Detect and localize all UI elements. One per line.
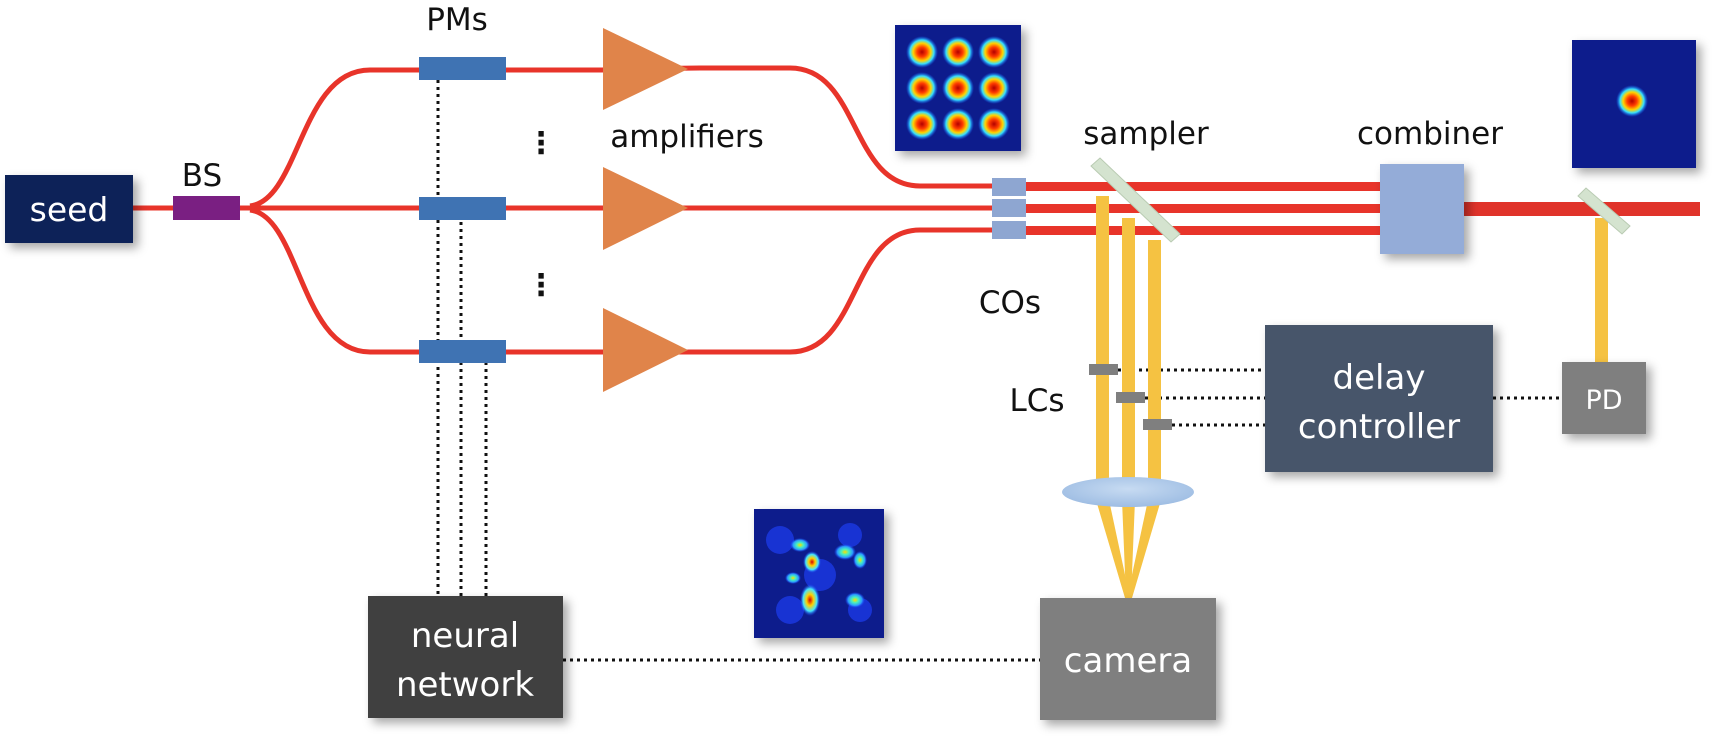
sampled-beam-2 bbox=[1122, 218, 1135, 492]
camera-box: camera bbox=[1040, 598, 1216, 720]
combiner: combiner bbox=[1357, 116, 1503, 254]
delay-controller-label-line2: controller bbox=[1298, 407, 1460, 447]
liquid-crystals: LCs bbox=[1009, 364, 1172, 430]
camera-captured-pattern bbox=[754, 509, 884, 638]
free-beam-3 bbox=[1022, 226, 1382, 235]
collimators: COs bbox=[979, 178, 1041, 321]
fiber-lines bbox=[133, 65, 995, 355]
beam-splitter: BS bbox=[173, 158, 240, 220]
ellipsis-upper: ⋮ bbox=[526, 126, 556, 161]
free-beam-2 bbox=[1022, 204, 1382, 213]
collimator-3 bbox=[992, 221, 1026, 239]
delay-controller-box: delay controller bbox=[1265, 325, 1493, 472]
amplifiers: amplifiers bbox=[603, 28, 764, 392]
sampler: sampler bbox=[1083, 116, 1209, 243]
pm-middle bbox=[419, 197, 506, 220]
combined-beam-pattern bbox=[1572, 40, 1696, 168]
neural-network-label-line2: network bbox=[396, 665, 534, 705]
pd-label: PD bbox=[1585, 385, 1622, 416]
sampled-beam-3 bbox=[1148, 240, 1161, 492]
phase-modulators: PMs bbox=[419, 2, 506, 363]
pd-sampled-beam bbox=[1595, 218, 1608, 364]
collimator-1 bbox=[992, 178, 1026, 196]
photodetector-box: PD bbox=[1562, 362, 1646, 434]
pms-label: PMs bbox=[426, 2, 488, 38]
focused-beam-1 bbox=[1096, 500, 1130, 598]
neural-network-box: neural network bbox=[368, 596, 563, 718]
focusing-lens bbox=[1062, 477, 1194, 507]
delay-controller-label-line1: delay bbox=[1333, 358, 1426, 398]
channel-ellipses: ⋮ ⋮ bbox=[526, 126, 556, 303]
amplifier-top bbox=[603, 28, 688, 110]
lc-3 bbox=[1143, 419, 1172, 430]
nearfield-array-pattern bbox=[895, 25, 1021, 151]
sampler-label: sampler bbox=[1083, 116, 1209, 152]
control-lines bbox=[436, 80, 1562, 662]
free-beam-1 bbox=[1022, 182, 1382, 191]
seed-label: seed bbox=[30, 190, 109, 229]
cos-label: COs bbox=[979, 285, 1041, 321]
free-space-beams bbox=[1022, 182, 1700, 235]
pm-top bbox=[419, 57, 506, 80]
amplifiers-label: amplifiers bbox=[610, 119, 764, 155]
pd-pickoff-mirror bbox=[1577, 187, 1631, 235]
neural-network-label-line1: neural bbox=[411, 616, 519, 656]
focused-beam-3 bbox=[1127, 500, 1161, 598]
lc-2 bbox=[1116, 392, 1145, 403]
camera-label: camera bbox=[1064, 641, 1192, 681]
array-spots bbox=[906, 36, 1010, 140]
bs-label: BS bbox=[182, 158, 222, 194]
focused-beam-2 bbox=[1122, 500, 1135, 598]
sampled-beam-1 bbox=[1096, 196, 1109, 492]
sampled-beams bbox=[1096, 196, 1608, 598]
lc-1 bbox=[1089, 364, 1118, 375]
amplifier-middle bbox=[603, 167, 688, 250]
pm-bottom bbox=[419, 340, 506, 363]
combiner-label: combiner bbox=[1357, 116, 1503, 152]
collimator-2 bbox=[992, 199, 1026, 217]
fiber-bottom-branch bbox=[249, 207, 995, 355]
ellipsis-lower: ⋮ bbox=[526, 268, 556, 303]
combined-beam bbox=[1462, 202, 1700, 216]
seed-box: seed bbox=[5, 175, 133, 243]
amplifier-bottom bbox=[603, 308, 688, 392]
lcs-label: LCs bbox=[1009, 383, 1064, 419]
